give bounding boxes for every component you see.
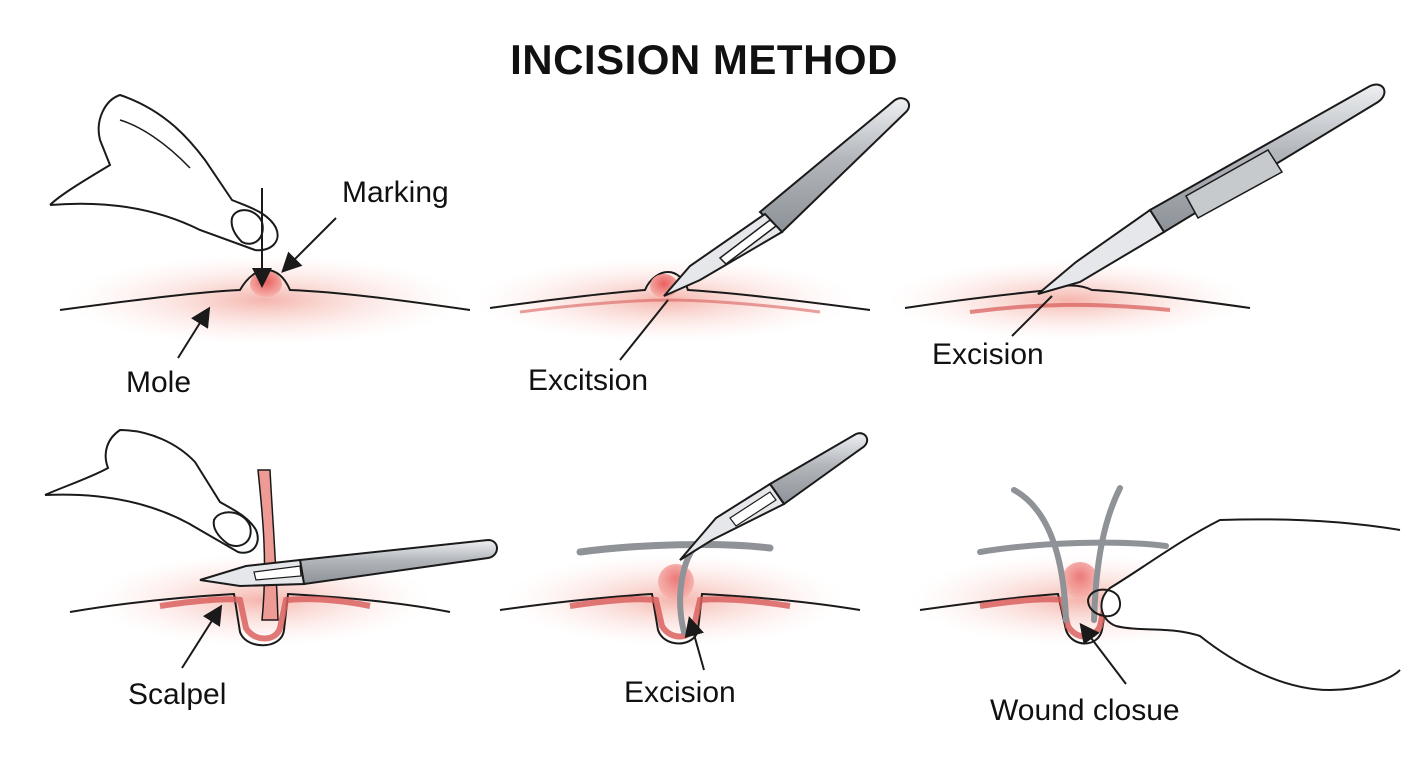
label-mole: Mole bbox=[126, 366, 192, 399]
panel-excision-top bbox=[888, 83, 1386, 340]
excision-arrow bbox=[684, 616, 705, 671]
suture-right bbox=[1091, 485, 1123, 623]
label-scalpel: Scalpel bbox=[128, 678, 227, 711]
finger-crease bbox=[119, 119, 191, 169]
panel-excision-bottom bbox=[499, 432, 869, 671]
scalpel bbox=[679, 432, 869, 561]
hand-outline bbox=[44, 428, 259, 554]
finger-nail bbox=[230, 209, 264, 245]
panel-marking bbox=[49, 93, 471, 359]
label-excision-top-right: Excision bbox=[932, 338, 1044, 371]
label-excision-bottom: Excision bbox=[624, 676, 736, 709]
wound-cavity bbox=[569, 596, 791, 640]
diagram-title: INCISION METHOD bbox=[510, 36, 898, 83]
skin-redness bbox=[505, 554, 845, 646]
excitsion-arrow bbox=[619, 299, 669, 361]
skin-surface bbox=[499, 592, 861, 645]
panel-wound-closure bbox=[910, 485, 1401, 692]
mole bbox=[658, 564, 694, 600]
finger-nail bbox=[1086, 588, 1122, 618]
scalpel-arrow bbox=[181, 604, 223, 669]
panel-excitsion bbox=[475, 97, 911, 361]
mole-arrow bbox=[177, 306, 211, 359]
suture-horizontal bbox=[977, 539, 1169, 555]
label-wound-closure: Wound closue bbox=[990, 694, 1180, 727]
skin-redness bbox=[65, 255, 465, 345]
excision-arrow bbox=[1011, 295, 1053, 337]
skin-redness bbox=[888, 260, 1248, 340]
hand-outline bbox=[49, 93, 279, 252]
skin-surface bbox=[69, 592, 451, 647]
suture-horizontal bbox=[576, 541, 774, 556]
incision-line bbox=[969, 302, 1171, 314]
panel-scalpel bbox=[44, 428, 498, 669]
label-excitsion: Excitsion bbox=[528, 364, 649, 397]
wound-cavity bbox=[159, 596, 371, 642]
label-marking: Marking bbox=[342, 176, 449, 209]
mole bbox=[1062, 562, 1098, 598]
finger-nail bbox=[212, 511, 252, 547]
closure-arrow bbox=[1079, 622, 1127, 685]
marking-arrow bbox=[281, 217, 337, 273]
scalpel bbox=[1037, 83, 1386, 295]
hand-outline bbox=[1100, 518, 1401, 692]
mole bbox=[250, 271, 282, 297]
skin-surface bbox=[489, 270, 871, 311]
scalpel bbox=[199, 538, 498, 588]
scalpel bbox=[663, 97, 911, 297]
suture-left bbox=[1011, 487, 1069, 623]
